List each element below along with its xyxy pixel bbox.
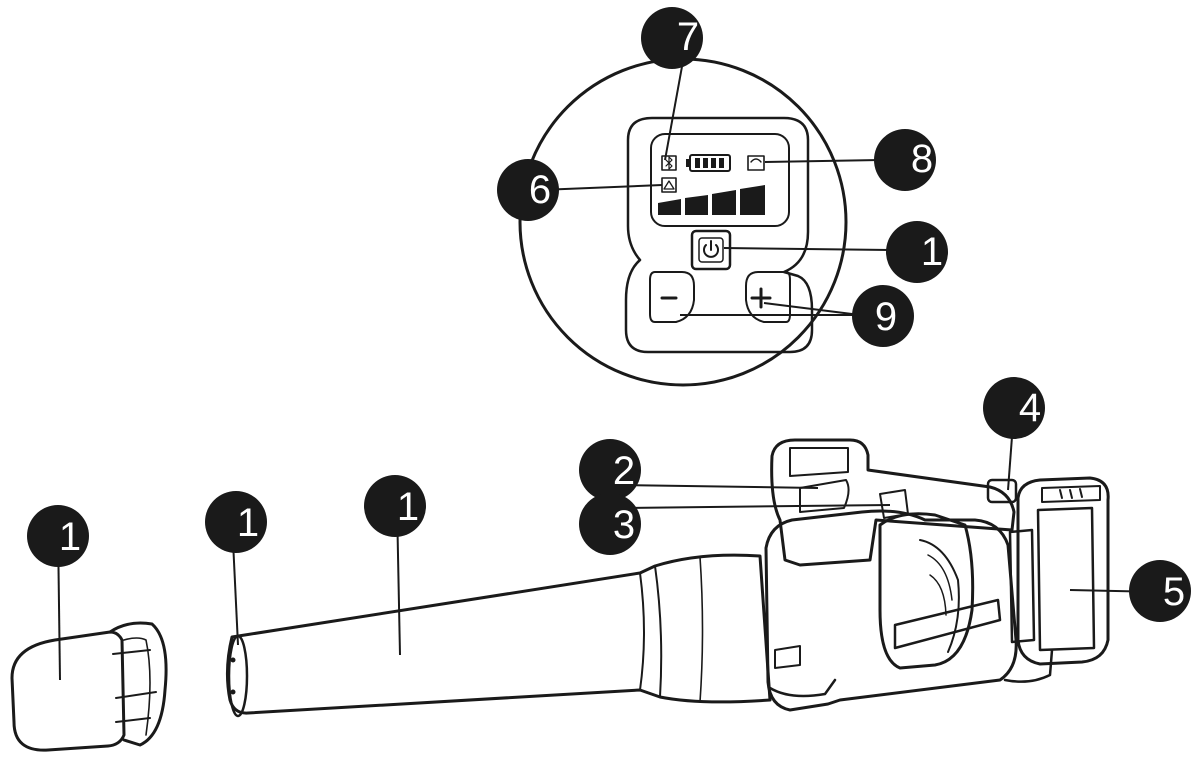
lock-icon — [747, 155, 765, 171]
display-screen — [650, 133, 790, 227]
nozzle-attachment — [10, 621, 168, 752]
speed-level-bars — [658, 185, 765, 215]
svg-text:1: 1 — [59, 515, 81, 559]
power-button[interactable] — [690, 229, 732, 271]
bluetooth-icon — [661, 155, 677, 171]
svg-text:1: 1 — [397, 485, 419, 529]
detail-circle — [518, 57, 848, 387]
plus-icon — [750, 287, 772, 309]
svg-text:4: 4 — [1019, 386, 1041, 430]
svg-text:6: 6 — [529, 168, 551, 212]
power-icon — [703, 240, 719, 258]
blow-tube — [225, 553, 772, 718]
callout-9: 9 — [852, 285, 914, 347]
callout-1-tube: 1 — [364, 475, 426, 537]
blower-body — [764, 438, 1054, 712]
svg-text:2: 2 — [613, 449, 635, 493]
warning-icon — [661, 177, 677, 193]
callout-6: 6 — [497, 159, 559, 221]
svg-text:9: 9 — [875, 295, 897, 339]
battery-pack — [1008, 476, 1110, 666]
trigger[interactable] — [799, 479, 850, 513]
svg-text:1: 1 — [921, 230, 943, 274]
callout-1-power: 1 — [886, 221, 948, 283]
plus-button[interactable] — [745, 271, 791, 323]
callout-4: 4 — [983, 377, 1045, 439]
callout-7: 7 — [641, 7, 703, 69]
callout-3: 3 — [579, 493, 641, 555]
control-panel-detail — [518, 57, 848, 387]
minus-button[interactable] — [649, 271, 695, 323]
leader-lines — [57, 49, 1161, 681]
svg-text:7: 7 — [677, 15, 699, 59]
svg-text:1: 1 — [237, 501, 259, 545]
callout-2: 2 — [579, 439, 641, 501]
callout-1-tube-end: 1 — [205, 491, 267, 553]
battery-level-icon — [686, 154, 731, 172]
callout-5: 5 — [1129, 560, 1191, 622]
top-panel — [789, 447, 849, 477]
panel-outline — [624, 116, 814, 354]
svg-text:3: 3 — [613, 503, 635, 547]
air-intake — [878, 512, 975, 670]
callout-1-nozzle: 1 — [27, 505, 89, 567]
svg-text:5: 5 — [1163, 570, 1185, 614]
battery-release-button[interactable] — [986, 478, 1018, 504]
svg-text:8: 8 — [911, 137, 933, 181]
callout-8: 8 — [874, 129, 936, 191]
